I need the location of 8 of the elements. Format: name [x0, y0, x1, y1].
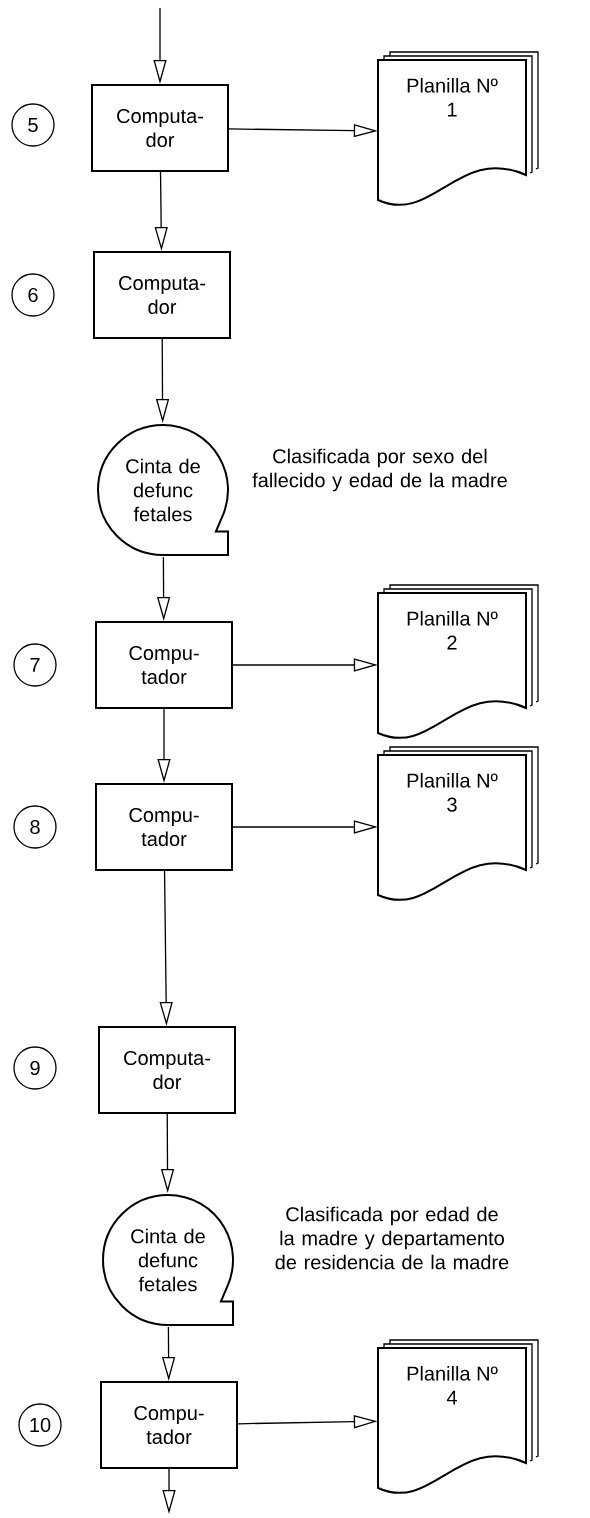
note-text: Clasificada por sexo del fallecido y edad de la madre: [252, 448, 507, 492]
process-box: Compu- tador: [95, 783, 233, 871]
note-text: Clasificada por edad de la madre y departamento de residencia de la madre: [275, 1206, 509, 1270]
process-box: Computa- dor: [98, 1026, 236, 1114]
process-box: Compu- tador: [100, 1381, 238, 1469]
process-box: Compu- tador: [95, 621, 233, 709]
process-box: Computa- dor: [91, 84, 229, 172]
process-box: Computa- dor: [93, 251, 231, 339]
